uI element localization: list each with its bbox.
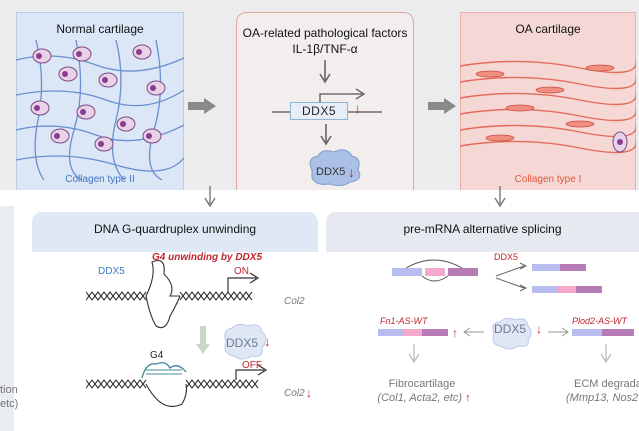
g4-unwinding-label: G4 unwinding by DDX5 (152, 252, 263, 263)
ddx5-protein-down-arrow: ↓ (348, 164, 355, 180)
oa-cartilage-panel (460, 12, 636, 190)
ddx5-protein-label: DDX5 (316, 166, 346, 178)
col2-top-label: Col2 (284, 296, 305, 307)
off-label: OFF (242, 360, 262, 371)
ddx5-gene-box: DDX5 (290, 102, 348, 120)
col2-down-arrow: ↓ (306, 386, 312, 400)
edge-text-bottom: etc) (0, 398, 19, 410)
plod2-isoform-illustration (572, 329, 634, 336)
arrow-right-icon (188, 98, 216, 114)
alt-splicing-title: pre-mRNA alternative splicing (403, 222, 562, 236)
mrna-isoform-long-illustration (532, 286, 602, 293)
arrow-left-icon (463, 327, 484, 337)
dna-g4-illustration (86, 361, 268, 408)
ddx5-center-down-arrow: ↓ (536, 322, 542, 336)
col2-bottom-label: Col2 (284, 388, 305, 399)
fibrocartilage-genes: (Col1, Acta2, etc) ↑ (372, 392, 476, 404)
pre-mrna-illustration (392, 259, 478, 282)
plod2-as-wt-label: Plod2-AS-WT (572, 316, 628, 326)
edge-text-top: tion (0, 384, 18, 396)
fibrocartilage-title: Fibrocartilage (388, 378, 456, 390)
splice-arrows-icon (495, 262, 528, 292)
arrow-down-icon (196, 326, 210, 354)
arrow-down-icon (319, 60, 331, 84)
ddx5-gene-down-arrow: ↓ (354, 100, 361, 116)
collagen-type-ii-label: Collagen type II (65, 174, 135, 185)
arrow-right-icon (428, 98, 456, 114)
ddx5-center-label: DDX5 (494, 322, 527, 336)
collagen-type-i-label: Collagen type I (514, 174, 582, 185)
ddx5-splicing-label: DDX5 (494, 252, 519, 262)
oa-cartilage-illustration (460, 60, 636, 154)
normal-cartilage-illustration (16, 40, 184, 180)
arrow-down-icon (204, 186, 216, 208)
fn1-isoform-illustration (378, 329, 448, 336)
fn1-up-arrow: ↑ (452, 326, 458, 340)
alt-splicing-panel-white (326, 252, 639, 431)
arrow-down-icon (494, 186, 506, 208)
fibrocartilage-genes-text: (Col1, Acta2, etc) (377, 392, 462, 404)
ddx5-gene-label: DDX5 (301, 104, 336, 118)
factors-title-line2: IL-1β/TNF-α (292, 42, 358, 56)
on-label: ON (234, 266, 249, 277)
ddx5-protein-icon (492, 317, 532, 350)
ddx5-protein-icon (224, 323, 267, 360)
ecm-degradation-genes: (Mmp13, Nos2 (566, 392, 639, 404)
ddx5-middle-label: DDX5 (226, 336, 259, 350)
divider-band (0, 190, 639, 208)
arrow-down-icon (600, 344, 612, 363)
g4-unwinding-panel-white (32, 252, 318, 431)
dna-unwound-illustration (86, 259, 260, 329)
g4-unwinding-title: DNA G-quardruplex unwinding (93, 222, 257, 236)
ddx5-middle-down-arrow: ↓ (264, 334, 271, 349)
oa-cartilage-title: OA cartilage (515, 22, 581, 36)
g4-label: G4 (150, 350, 164, 361)
ddx5-protein-icon (309, 149, 361, 186)
arrow-down-icon (320, 124, 332, 146)
fibrocartilage-up-arrow: ↑ (465, 392, 471, 404)
arrow-right-icon (548, 327, 569, 337)
ecm-degradation-title: ECM degrada (574, 378, 639, 390)
left-edge-panel (0, 206, 14, 431)
factors-title-line1: OA-related pathological factors (242, 26, 408, 40)
ddx5-left-label: DDX5 (98, 266, 125, 277)
normal-cartilage-title: Normal cartilage (56, 22, 144, 36)
fn1-as-wt-label: Fn1-AS-WT (380, 316, 428, 326)
arrow-down-icon (408, 344, 420, 363)
mrna-isoform-short-illustration (532, 264, 586, 271)
